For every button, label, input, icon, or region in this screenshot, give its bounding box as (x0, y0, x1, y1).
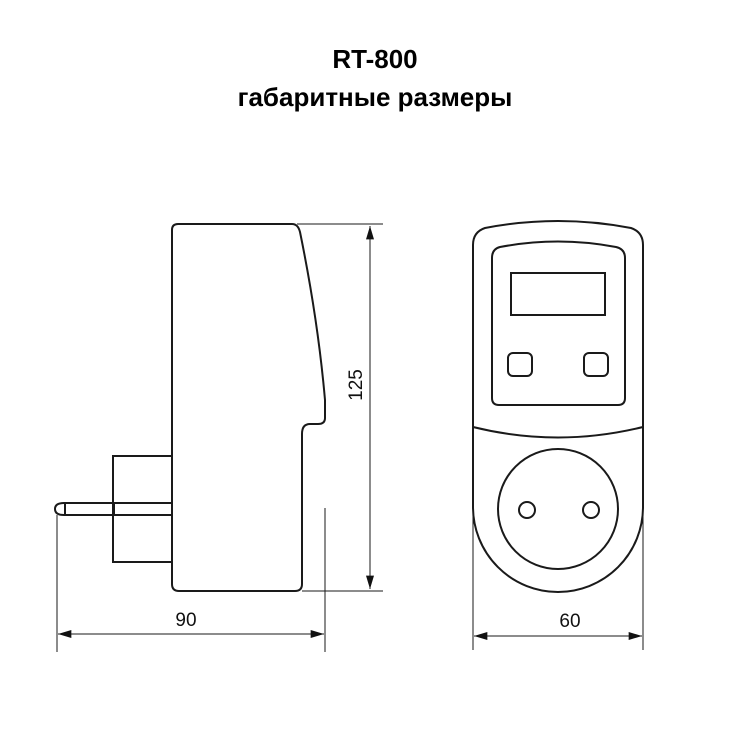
right-button (583, 352, 609, 377)
side-body-outline (171, 223, 326, 592)
control-panel (491, 240, 626, 406)
depth-label: 90 (175, 610, 196, 631)
side-view (53, 223, 326, 592)
socket-face (497, 448, 619, 570)
front-body-outline (472, 220, 644, 593)
left-button (507, 352, 533, 377)
height-dimension: 125 (297, 223, 383, 592)
width-dimension: 60 (472, 510, 644, 650)
drawing-title: RT-800 (332, 44, 418, 74)
depth-dimension: 90 (56, 508, 326, 652)
plug-pin-tip (53, 502, 113, 516)
height-label: 125 (346, 369, 367, 401)
front-split-line (472, 426, 644, 439)
front-view (472, 220, 644, 593)
socket-hole-left (518, 501, 536, 519)
plug-pin-inner (113, 502, 173, 516)
display-screen (510, 272, 606, 316)
plug-base (112, 455, 173, 563)
drawing-subtitle: габаритные размеры (237, 82, 513, 112)
width-label: 60 (559, 611, 580, 632)
socket-hole-right (582, 501, 600, 519)
